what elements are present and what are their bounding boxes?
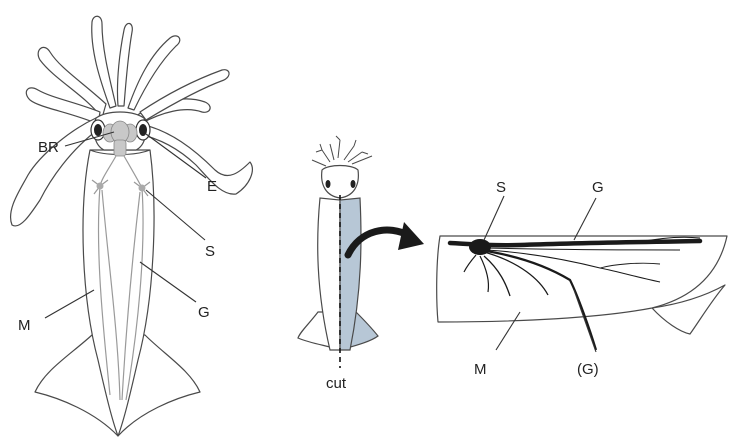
label-cut: cut [326, 375, 347, 392]
cut-squid-illustration [298, 136, 378, 368]
label-ganglion-detail: S [496, 179, 506, 196]
opened-stellate-ganglion [469, 239, 491, 255]
stellate-ganglion-right [139, 185, 146, 192]
label-axon-detail-paren: (G) [577, 361, 599, 378]
squid-illustration [11, 16, 253, 436]
label-mantle: M [18, 317, 31, 334]
label-giant-axon: G [198, 304, 210, 321]
label-mantle-detail: M [474, 361, 487, 378]
label-eye: E [207, 178, 217, 195]
label-stellate-ganglion: S [205, 243, 215, 260]
label-axon-detail: G [592, 179, 604, 196]
label-brain: BR [38, 139, 59, 156]
stellate-ganglion-left [97, 183, 104, 190]
opened-mantle-illustration [437, 236, 727, 350]
